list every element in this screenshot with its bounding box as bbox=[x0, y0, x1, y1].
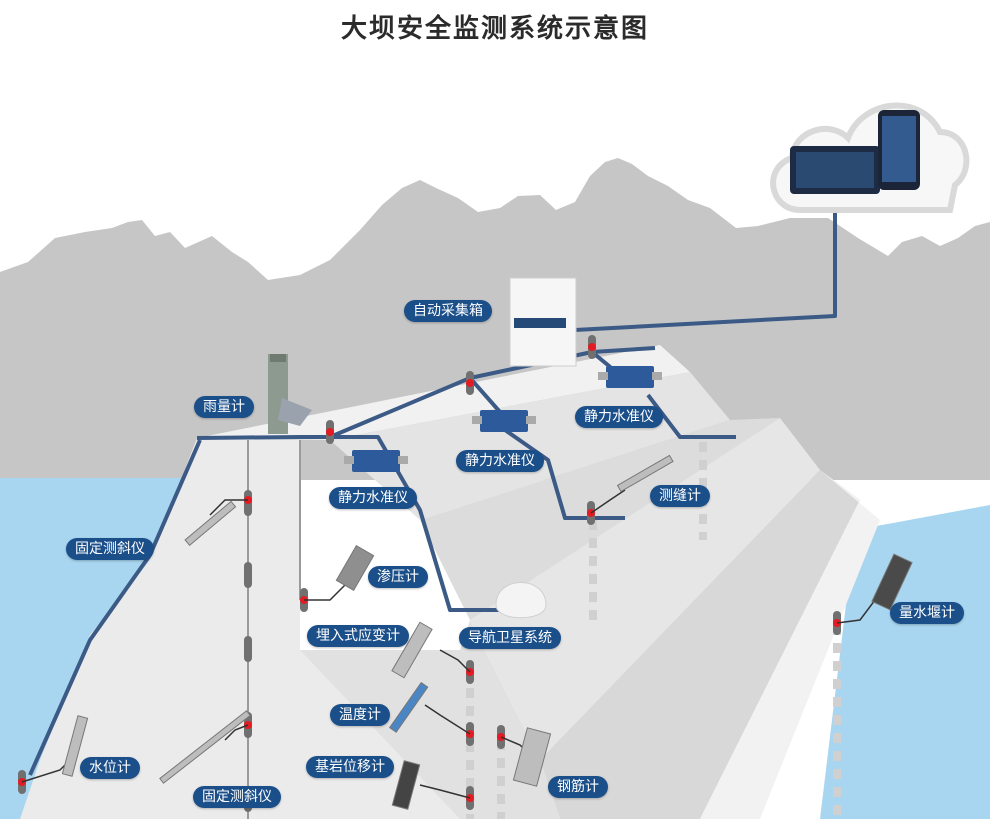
bedrock-extensometer-icon bbox=[391, 760, 421, 810]
label-static-level-2: 静力水准仪 bbox=[456, 450, 544, 472]
label-static-level-3: 静力水准仪 bbox=[575, 406, 663, 428]
label-rain-gauge: 雨量计 bbox=[194, 396, 254, 418]
label-fixed-inclinometer-1: 固定测斜仪 bbox=[66, 538, 154, 560]
embedded-strain-gauge-icon bbox=[391, 621, 433, 679]
fixed-inclinometer-icon bbox=[184, 500, 237, 547]
water-level-meter-icon bbox=[61, 715, 89, 777]
label-water-level-meter: 水位计 bbox=[80, 757, 140, 779]
static-level-icon bbox=[598, 366, 662, 388]
label-rebar-meter: 钢筋计 bbox=[548, 776, 608, 798]
rebar-meter-icon bbox=[512, 727, 552, 787]
label-weir-meter: 量水堰计 bbox=[890, 602, 964, 624]
dam-foot-band bbox=[700, 470, 880, 819]
auto-collector-box-icon bbox=[509, 277, 577, 367]
joint-meter-icon bbox=[616, 454, 674, 493]
weir-meter-icon bbox=[871, 553, 913, 611]
static-level-icon bbox=[344, 450, 408, 472]
sensor-node bbox=[326, 420, 334, 444]
piezometer-icon bbox=[335, 544, 375, 592]
label-bedrock-extensometer: 基岩位移计 bbox=[306, 756, 394, 778]
label-auto-collector: 自动采集箱 bbox=[404, 300, 492, 322]
diagram-title: 大坝安全监测系统示意图 bbox=[340, 14, 649, 44]
sensor-node bbox=[588, 335, 596, 359]
label-embedded-strain-gauge: 埋入式应变计 bbox=[307, 625, 409, 647]
static-level-icon bbox=[472, 410, 536, 432]
dam-downstream-slope bbox=[540, 470, 860, 819]
dam-terrace-lower bbox=[470, 418, 820, 760]
cloud-platform-icon bbox=[770, 102, 970, 213]
label-gnss: 导航卫星系统 bbox=[459, 627, 561, 649]
label-thermometer: 温度计 bbox=[330, 704, 390, 726]
label-piezometer: 渗压计 bbox=[368, 566, 428, 588]
label-fixed-inclinometer-2: 固定测斜仪 bbox=[193, 786, 281, 808]
dam-top-surface bbox=[197, 345, 690, 440]
dam-front-slab bbox=[300, 620, 560, 819]
label-static-level-1: 静力水准仪 bbox=[329, 487, 417, 509]
rain-gauge-icon bbox=[268, 354, 312, 434]
label-joint-meter: 测缝计 bbox=[650, 485, 710, 507]
thermometer-icon bbox=[388, 681, 429, 733]
gnss-antenna-icon bbox=[495, 582, 547, 619]
fixed-inclinometer-icon bbox=[159, 710, 251, 784]
instrument-sketches bbox=[61, 454, 913, 810]
leader-lines bbox=[21, 489, 876, 799]
sensor-node bbox=[466, 371, 474, 395]
downstream-water bbox=[820, 505, 990, 819]
